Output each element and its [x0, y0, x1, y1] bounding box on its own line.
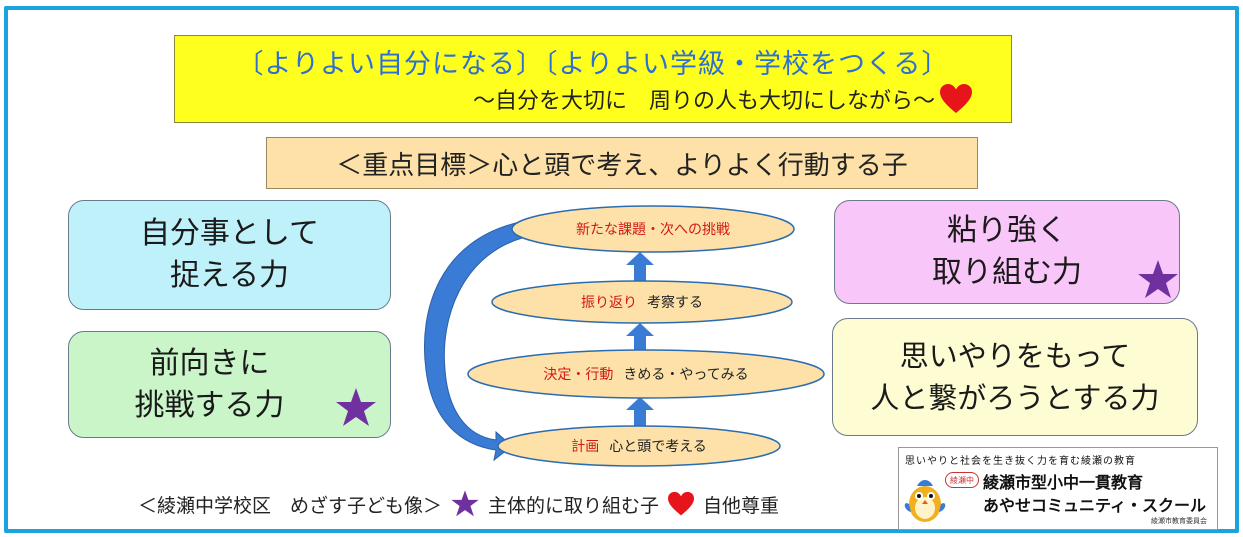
- card-ownership: 自分事として 捉える力: [68, 200, 391, 310]
- legend-star-text: 主体的に取り組む子: [488, 494, 660, 517]
- cycle-step-title: 新たな課題・次への挑戦: [576, 222, 730, 238]
- cycle-step-reflection: 振り返り 考察する: [492, 281, 792, 323]
- logo-tagline: 思いやりと社会を生き抜く力を育む綾瀬の教育: [905, 456, 1136, 467]
- cycle-step-text: 心と頭で考える: [609, 439, 707, 455]
- focus-goal-banner: ＜重点目標＞心と頭で考え、よりよく行動する子: [266, 137, 978, 189]
- heart-icon: [668, 491, 695, 516]
- mascot-bird-icon: [904, 480, 946, 522]
- logo-line-1: 綾瀬市型小中一貫教育: [983, 473, 1144, 492]
- card-challenge-line-1: 前向きに: [149, 345, 270, 381]
- legend-label: ＜綾瀬中学校区 めざす子ども像＞: [138, 494, 443, 517]
- legend-heart-text: 自他尊重: [703, 494, 780, 517]
- card-connection-line-2: 人と繋がろうとする力: [870, 381, 1160, 415]
- title-line-2: 〜自分を大切に 周りの人も大切にしながら〜: [472, 89, 935, 114]
- cycle-step-text: 考察する: [647, 295, 703, 311]
- star-icon: [451, 490, 479, 517]
- star-icon: [336, 388, 376, 426]
- cycle-step-action: 決定・行動 きめる・やってみる: [468, 350, 824, 398]
- card-connection-line-1: 思いやりをもって: [899, 339, 1131, 373]
- logo-line-2: あやせコミュニティ・スクール: [983, 496, 1207, 515]
- cycle-step-text: きめる・やってみる: [623, 367, 749, 383]
- cycle-step-plan: 計画 心と頭で考える: [498, 426, 780, 466]
- card-ownership-line-2: 捉える力: [169, 258, 290, 293]
- cycle-step-new-challenge: 新たな課題・次への挑戦: [512, 206, 794, 252]
- cycle-step-title: 決定・行動: [543, 367, 614, 383]
- card-ownership-line-1: 自分事として: [139, 216, 320, 251]
- card-challenge-line-2: 挑戦する力: [134, 387, 285, 423]
- cycle-step-title: 振り返り: [581, 295, 637, 311]
- heart-icon: [940, 84, 972, 113]
- card-persistence-line-1: 粘り強く: [947, 213, 1067, 248]
- star-icon: [1138, 260, 1178, 298]
- title-banner: 〔よりよい自分になる〕〔よりよい学級・学校をつくる〕 〜自分を大切に 周りの人も…: [174, 35, 1012, 123]
- logo-badge: 綾瀬中: [945, 472, 979, 488]
- title-line-1: 〔よりよい自分になる〕〔よりよい学級・学校をつくる〕: [236, 49, 950, 80]
- card-persistence-line-2: 取り組む力: [932, 255, 1082, 290]
- logo-org: 綾瀬市教育委員会: [1151, 517, 1207, 525]
- cycle-step-title: 計画: [571, 439, 600, 455]
- card-connection: 思いやりをもって 人と繋がろうとする力: [832, 318, 1198, 436]
- card-challenge: 前向きに 挑戦する力: [68, 331, 391, 438]
- legend-footer: ＜綾瀬中学校区 めざす子ども像＞ 主体的に取り組む子 自他尊重: [138, 484, 779, 524]
- ayase-education-logo: 思いやりと社会を生き抜く力を育む綾瀬の教育 綾瀬中 綾瀬市型小中一貫教育 あやせ…: [898, 447, 1218, 530]
- card-persistence: 粘り強く 取り組む力: [834, 200, 1180, 304]
